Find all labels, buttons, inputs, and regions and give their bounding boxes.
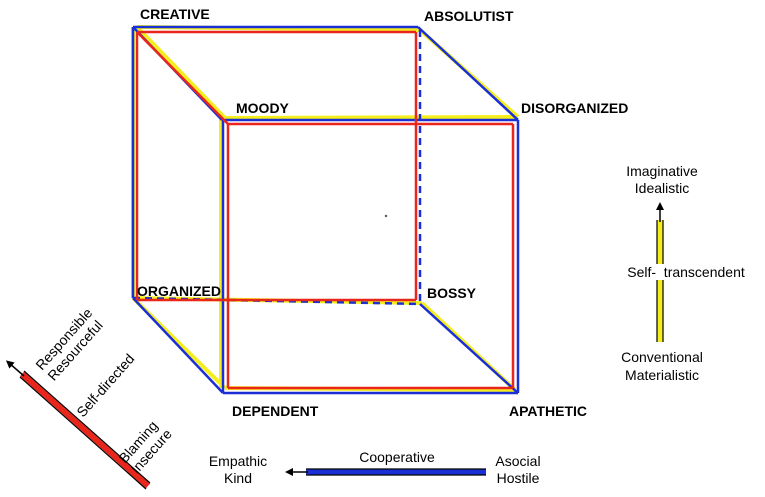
self-directedness-lower-edge — [19, 376, 147, 490]
self-directedness-red-bar — [20, 371, 150, 489]
self-transcendence-top-line1: Imaginative — [626, 163, 698, 179]
self-transcendence-label-gap — [640, 264, 674, 280]
cooperativeness-right-line2: Hostile — [497, 470, 540, 486]
corner-label-dependent: DEPENDENT — [232, 403, 319, 419]
corner-label-creative: CREATIVE — [140, 6, 210, 22]
self-transcendence-bottom-line1: Conventional — [621, 349, 703, 365]
corner-label-moody: MOODY — [236, 100, 290, 116]
self-transcendence-axis: Imaginative Idealistic Self- transcenden… — [621, 163, 745, 383]
corner-label-absolutist: ABSOLUTIST — [424, 8, 514, 24]
self-transcendence-top-line2: Idealistic — [635, 180, 689, 196]
corner-label-apathetic: APATHETIC — [509, 403, 587, 419]
self-directedness-middle-label-group: Self-directed — [73, 351, 137, 420]
corner-label-disorganized: DISORGANIZED — [521, 100, 628, 116]
cooperativeness-right-line1: Asocial — [495, 453, 540, 469]
cube-yellow-edges — [131, 25, 520, 392]
self-transcendence-middle-label: Self- transcendent — [627, 264, 745, 280]
self-directedness-axis: Responsible Resourceful Self-directed Bl… — [5, 305, 175, 490]
cube-red-edges — [135, 30, 515, 390]
cooperativeness-axis: Empathic Kind Cooperative Asocial Hostil… — [209, 449, 541, 486]
self-directedness-middle-label: Self-directed — [73, 351, 137, 420]
cooperativeness-left-line1: Empathic — [209, 453, 267, 469]
corner-label-organized: ORGANIZED — [137, 283, 221, 299]
corner-label-bossy: BOSSY — [427, 285, 477, 301]
self-directedness-arrow — [5, 360, 25, 377]
self-transcendence-bottom-line2: Materialistic — [625, 367, 699, 383]
center-dot — [384, 214, 388, 218]
self-directedness-upper-edge — [23, 370, 151, 484]
self-directedness-top-label: Responsible Resourceful — [32, 305, 106, 384]
cooperativeness-left-line2: Kind — [224, 470, 252, 486]
cooperativeness-middle-label: Cooperative — [359, 449, 435, 465]
